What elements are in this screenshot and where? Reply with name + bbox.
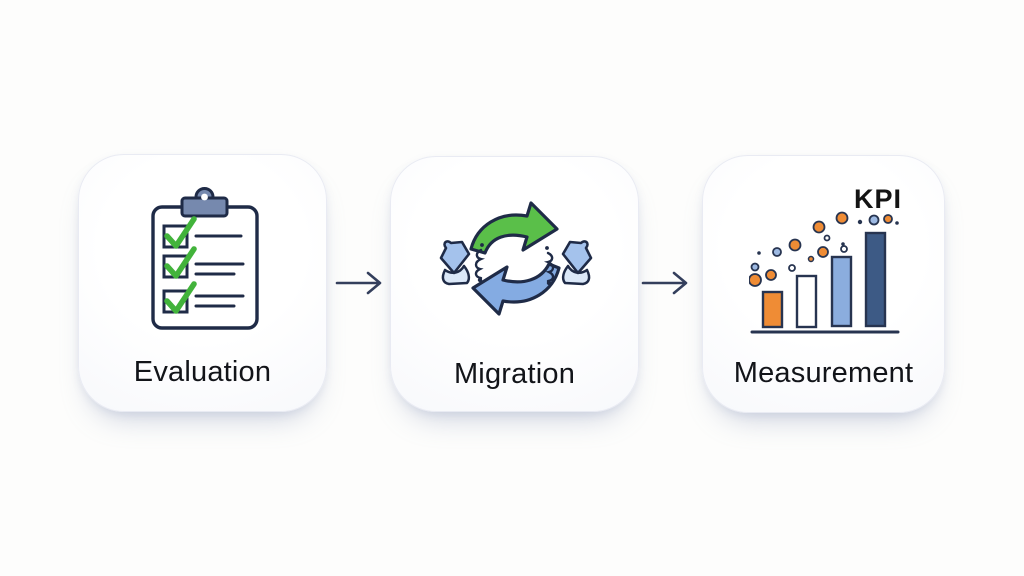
dot: [757, 251, 761, 255]
data-blob-right: [561, 240, 593, 286]
dot: [835, 211, 849, 225]
squiggle-marks: [474, 243, 555, 286]
dot: [868, 214, 880, 226]
blob-body: [561, 240, 593, 275]
dot: [840, 245, 848, 253]
chart-bars: [761, 231, 887, 329]
arrow-shaft: [335, 271, 382, 295]
squiggle-dot: [477, 277, 483, 283]
squiggle-dot: [545, 246, 549, 250]
dot: [765, 269, 777, 281]
checklist-row: [162, 246, 245, 279]
dot: [788, 238, 802, 252]
blob-body: [439, 240, 471, 275]
dot: [817, 246, 829, 258]
bar-1: [761, 290, 784, 329]
check-mark-icon: [164, 281, 197, 314]
check-mark-icon: [164, 246, 197, 279]
dot: [807, 255, 815, 263]
clipboard-clip: [180, 196, 229, 218]
kpi-badge-label: KPI: [854, 184, 902, 214]
squiggle-dot: [546, 280, 552, 286]
step-card-evaluation: Evaluation: [78, 154, 327, 412]
arrow-right-icon: [641, 271, 688, 295]
data-blob-left: [439, 240, 471, 286]
clipboard-checklist-icon: [151, 187, 259, 330]
chart-dots: [749, 211, 899, 287]
cycle-arrow-blue: [471, 262, 561, 316]
dot: [895, 221, 899, 225]
arrow-right-icon: [335, 271, 382, 295]
bar-2: [795, 274, 818, 329]
dot: [857, 219, 863, 225]
squiggle-dot: [480, 243, 484, 247]
dot: [772, 247, 782, 257]
squiggle-right: [543, 251, 555, 283]
arrow-shaft: [641, 271, 688, 295]
migration-cycle-icon: [439, 201, 593, 316]
step-label: Migration: [453, 358, 576, 390]
dot: [823, 234, 831, 242]
kpi-bar-chart-icon: KPI: [749, 184, 902, 334]
check-mark-icon: [164, 216, 197, 249]
cycle-arrow-green: [469, 201, 559, 255]
checklist-row: [162, 281, 245, 314]
clipboard-clip-hole: [201, 193, 208, 201]
dot: [812, 220, 826, 234]
dot: [841, 242, 845, 246]
dot: [750, 262, 760, 272]
step-card-migration: Migration: [390, 156, 639, 412]
bar-4: [864, 231, 887, 328]
dot: [883, 214, 893, 224]
checklist-row: [162, 216, 243, 249]
bar-3: [830, 255, 853, 328]
dot: [749, 273, 762, 287]
step-label: Evaluation: [133, 356, 272, 388]
dot: [788, 264, 796, 272]
step-label: Measurement: [733, 357, 914, 389]
step-card-measurement: KPI: [702, 155, 945, 413]
squiggle-left: [474, 248, 486, 280]
